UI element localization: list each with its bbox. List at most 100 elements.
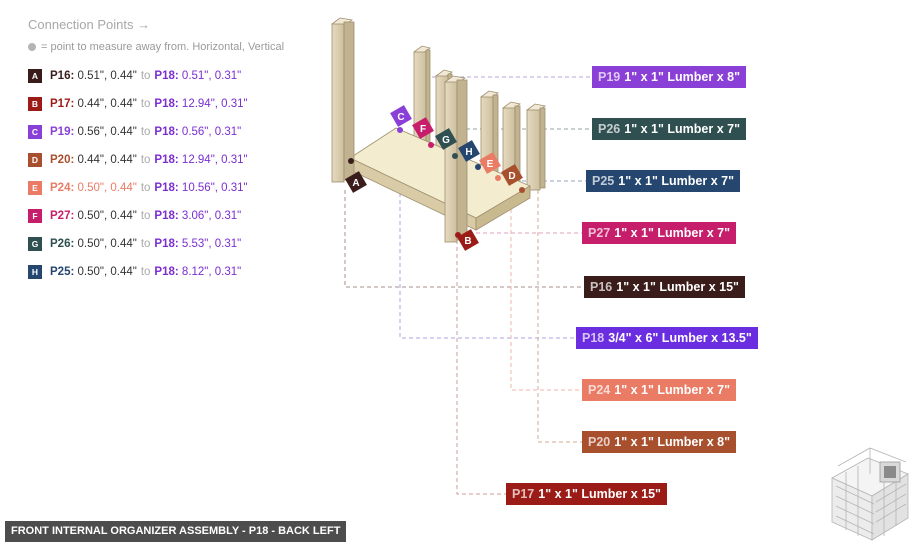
- target-label: P18:: [154, 238, 179, 250]
- part-id: P27: [588, 226, 611, 240]
- part-id: P26: [598, 122, 621, 136]
- badge-b: B: [28, 97, 42, 111]
- svg-text:H: H: [465, 147, 472, 158]
- part-id: P24: [588, 383, 611, 397]
- part-label: P27:: [50, 210, 75, 222]
- target-values: 3.06", 0.31": [181, 210, 242, 222]
- part-values: 0.50", 0.44": [77, 266, 137, 278]
- connection-row-f: F P27: 0.50", 0.44" to P18: 3.06", 0.31": [28, 208, 241, 224]
- connection-row-h: H P25: 0.50", 0.44" to P18: 8.12", 0.31": [28, 264, 241, 280]
- badge-e: E: [28, 181, 42, 195]
- target-values: 5.53", 0.31": [181, 238, 242, 250]
- connection-row-c: C P19: 0.56", 0.44" to P18: 0.56", 0.31": [28, 124, 241, 140]
- svg-text:D: D: [508, 171, 515, 182]
- part-desc: 1" x 1" Lumber x 8": [614, 435, 730, 449]
- part-label: P26:: [50, 238, 75, 250]
- part-desc: 1" x 1" Lumber x 7": [614, 226, 730, 240]
- connection-points-title: Connection Points →: [28, 17, 151, 32]
- to-label: to: [140, 210, 151, 222]
- to-label: to: [140, 154, 151, 166]
- part-label: P17:: [50, 98, 75, 110]
- connection-points-hint: = point to measure away from. Horizontal…: [28, 41, 284, 53]
- part-label: P20:: [50, 154, 75, 166]
- part-id: P18: [582, 331, 605, 345]
- part-id: P17: [512, 487, 535, 501]
- part-label: P16:: [50, 70, 75, 82]
- part-values: 0.51", 0.44": [77, 70, 137, 82]
- part-id: P16: [590, 280, 613, 294]
- marker-c: C: [390, 105, 412, 133]
- svg-text:C: C: [397, 112, 404, 123]
- target-values: 0.51", 0.31": [181, 70, 242, 82]
- shelf-board: [349, 127, 531, 231]
- part-id: P20: [588, 435, 611, 449]
- connection-row-e: E P24: 0.50", 0.44" to P18: 10.56", 0.31…: [28, 180, 248, 196]
- marker-h: H: [458, 140, 481, 170]
- marker-b: B: [455, 229, 479, 251]
- target-values: 10.56", 0.31": [181, 182, 248, 194]
- assembly-step-title: FRONT INTERNAL ORGANIZER ASSEMBLY - P18 …: [5, 521, 347, 542]
- target-label: P18:: [154, 98, 179, 110]
- marker-a: A: [345, 158, 367, 193]
- to-label: to: [140, 126, 151, 138]
- part-desc: 1" x 1" Lumber x 7": [614, 383, 730, 397]
- target-label: P18:: [154, 154, 179, 166]
- part-desc: 1" x 1" Lumber x 8": [624, 70, 740, 84]
- to-label: to: [140, 182, 151, 194]
- marker-d: D: [501, 164, 525, 193]
- badge-a: A: [28, 69, 42, 83]
- target-label: P18:: [154, 126, 179, 138]
- connection-row-g: G P26: 0.50", 0.44" to P18: 5.53", 0.31": [28, 236, 241, 252]
- svg-text:B: B: [464, 236, 471, 247]
- part-desc: 1" x 1" Lumber x 7": [624, 122, 740, 136]
- target-label: P18:: [154, 70, 179, 82]
- part-values: 0.50", 0.44": [77, 182, 137, 194]
- part-id: P25: [592, 174, 615, 188]
- svg-text:G: G: [442, 135, 450, 146]
- target-values: 8.12", 0.31": [181, 266, 242, 278]
- part-values: 0.44", 0.44": [77, 154, 137, 166]
- to-label: to: [140, 266, 151, 278]
- part-values: 0.44", 0.44": [77, 98, 137, 110]
- badge-g: G: [28, 237, 42, 251]
- connection-row-a: A P16: 0.51", 0.44" to P18: 0.51", 0.31": [28, 68, 241, 84]
- part-values: 0.50", 0.44": [77, 210, 137, 222]
- marker-g: G: [435, 128, 458, 159]
- target-label: P18:: [154, 266, 179, 278]
- part-desc: 1" x 1" Lumber x 15": [538, 487, 661, 501]
- badge-f: F: [28, 209, 42, 223]
- part-id: P19: [598, 70, 621, 84]
- connection-points-hint-text: = point to measure away from. Horizontal…: [41, 41, 285, 53]
- target-label: P18:: [154, 210, 179, 222]
- marker-e: E: [479, 152, 501, 181]
- target-values: 12.94", 0.31": [181, 154, 248, 166]
- part-desc: 1" x 1" Lumber x 7": [618, 174, 734, 188]
- part-desc: 1" x 1" Lumber x 15": [616, 280, 739, 294]
- target-label: P18:: [154, 182, 179, 194]
- svg-text:F: F: [420, 124, 426, 135]
- badge-h: H: [28, 265, 42, 279]
- marker-f: F: [412, 117, 434, 148]
- connection-markers: A B C D E F G H: [345, 105, 525, 251]
- assembly-thumbnail: [831, 447, 909, 541]
- part-label: P24:: [50, 182, 75, 194]
- target-values: 0.56", 0.31": [181, 126, 242, 138]
- to-label: to: [140, 238, 151, 250]
- connection-row-d: D P20: 0.44", 0.44" to P18: 12.94", 0.31…: [28, 152, 248, 168]
- badge-c: C: [28, 125, 42, 139]
- badge-d: D: [28, 153, 42, 167]
- to-label: to: [140, 70, 151, 82]
- target-values: 12.94", 0.31": [181, 98, 248, 110]
- svg-text:A: A: [352, 178, 359, 189]
- point-dot-icon: [28, 43, 36, 51]
